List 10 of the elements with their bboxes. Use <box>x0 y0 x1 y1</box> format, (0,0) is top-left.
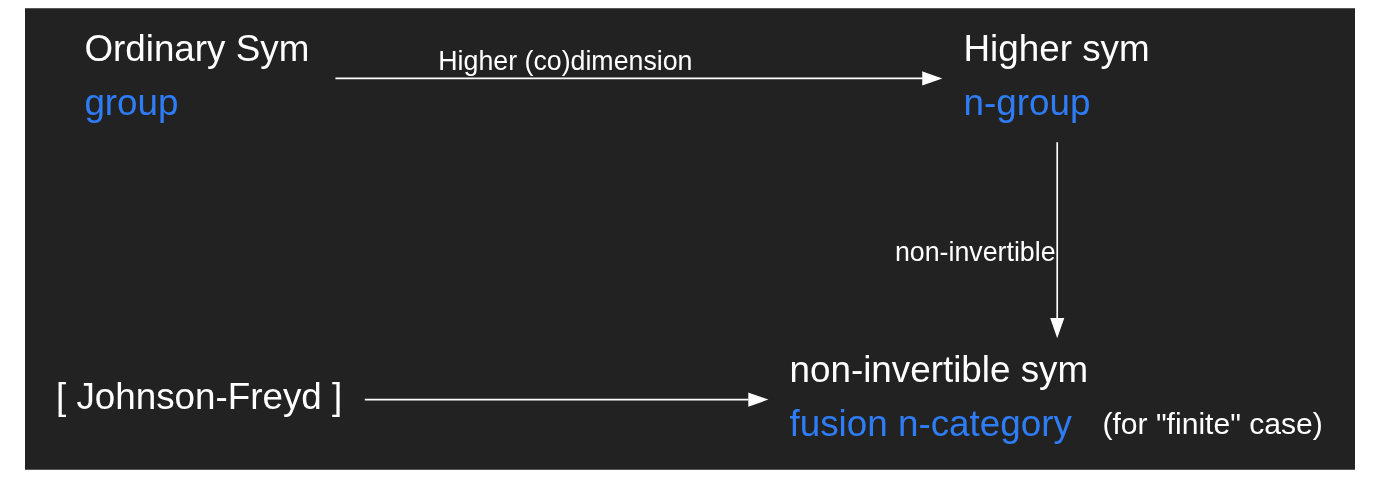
arrow <box>363 392 769 407</box>
edge-label: non-invertible <box>894 236 1056 267</box>
arrow <box>1050 141 1065 339</box>
node-label: (for "finite" case) <box>1102 406 1323 440</box>
edge-label: Higher (co)dimension <box>438 45 693 76</box>
arrow <box>334 71 943 86</box>
node-text: Higher sym n-group <box>963 28 1150 123</box>
node-text: [ Johnson-Freyd ] <box>55 375 343 417</box>
node-text: non-invertible sym fusion n-category <box>789 349 1089 444</box>
node-text: Ordinary Sym group <box>84 28 310 123</box>
